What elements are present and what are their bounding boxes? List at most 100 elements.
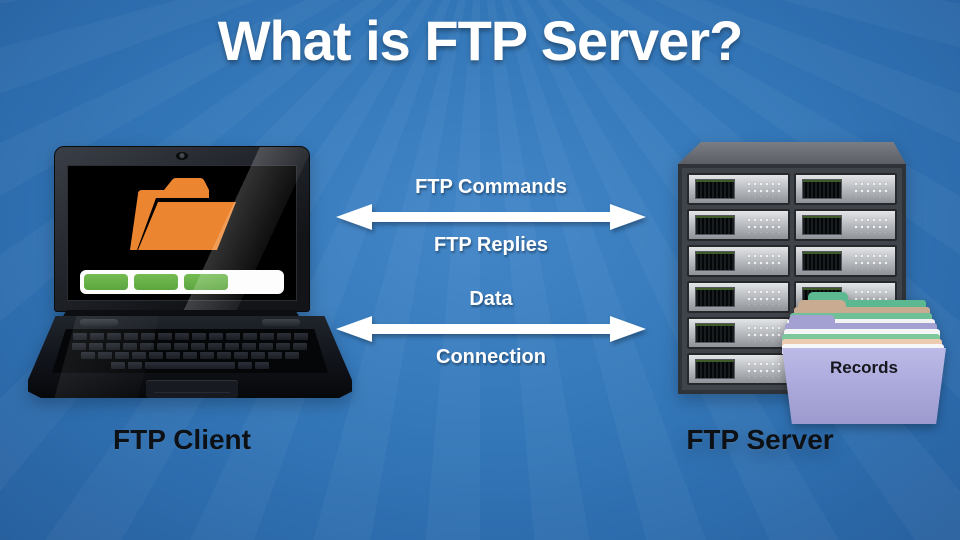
page-title: What is FTP Server? [217, 9, 744, 72]
server-vent-panel [695, 215, 736, 235]
keyboard-key [238, 361, 252, 369]
keyboard-key [111, 361, 125, 369]
keyboard-key [89, 342, 104, 350]
transfer-progress-bar [80, 270, 284, 294]
keyboard-key [157, 333, 172, 341]
keyboard-key [225, 333, 240, 341]
keyboard-row [52, 361, 328, 369]
keyboard-key [157, 342, 172, 350]
laptop-touchpad [146, 380, 238, 398]
keyboard-key [98, 352, 112, 360]
server-vent-panel [802, 251, 843, 271]
keyboard-row [56, 352, 324, 360]
server-unit [794, 173, 897, 205]
laptop-hinge [62, 310, 300, 318]
server-unit [687, 281, 790, 313]
keyboard-key [183, 352, 197, 360]
folder-tab [798, 300, 846, 310]
double-arrow-icon [336, 316, 646, 342]
progress-segment [84, 274, 128, 290]
server-unit [794, 245, 897, 277]
server-port-dots [747, 289, 782, 305]
hinge-cap [80, 319, 118, 326]
data-connection-arrow-group: Data Connection [336, 288, 646, 378]
keyboard-key [276, 333, 291, 341]
server-vent-panel [695, 287, 736, 307]
server-port-dots [854, 217, 889, 233]
laptop-base [28, 316, 352, 398]
laptop-keyboard [52, 329, 328, 373]
folder-tab [789, 315, 835, 325]
arrow-top-label: FTP Commands [415, 176, 567, 198]
records-folder-front: Records [782, 348, 946, 424]
server-unit [687, 209, 790, 241]
keyboard-key [174, 342, 189, 350]
server-unit [687, 173, 790, 205]
keyboard-key [123, 342, 138, 350]
double-arrow-icon [336, 204, 646, 230]
folder-tab [808, 292, 848, 302]
server-port-dots [747, 361, 782, 377]
keyboard-key [225, 342, 240, 350]
webcam-icon [176, 152, 188, 160]
keyboard-row [69, 333, 312, 341]
server-vent-panel [695, 359, 736, 379]
keyboard-key [268, 352, 282, 360]
server-cabinet-top [678, 142, 906, 164]
keyboard-key [200, 352, 214, 360]
keyboard-key [191, 342, 206, 350]
keyboard-row [62, 342, 319, 350]
server-port-dots [747, 325, 782, 341]
laptop-screen-bezel [54, 146, 310, 312]
keyboard-key [166, 352, 180, 360]
keyboard-key [89, 333, 104, 341]
keyboard-key [140, 342, 155, 350]
keyboard-key [132, 352, 146, 360]
server-vent-panel [802, 215, 843, 235]
keyboard-key [242, 342, 257, 350]
keyboard-key [293, 333, 308, 341]
open-folder-icon [130, 178, 236, 250]
keyboard-key [72, 333, 87, 341]
keyboard-key [145, 361, 235, 369]
arrow-bottom-label: Connection [436, 346, 546, 368]
keyboard-key [208, 342, 223, 350]
server-port-dots [747, 181, 782, 197]
records-folder-label: Records [829, 358, 899, 377]
keyboard-key [123, 333, 138, 341]
server-unit [794, 209, 897, 241]
arrow-bottom-label: FTP Replies [433, 234, 549, 256]
server-port-dots [854, 181, 889, 197]
keyboard-key [72, 342, 87, 350]
keyboard-key [276, 342, 291, 350]
keyboard-key [208, 333, 223, 341]
server-unit [687, 245, 790, 277]
keyboard-key [293, 342, 308, 350]
keyboard-key [174, 333, 189, 341]
keyboard-key [255, 361, 269, 369]
keyboard-key [140, 333, 155, 341]
keyboard-key [259, 333, 274, 341]
keyboard-key [217, 352, 231, 360]
server-vent-panel [802, 179, 843, 199]
server-unit [687, 353, 790, 385]
control-connection-arrow-group: FTP Commands FTP Replies [336, 176, 646, 266]
keyboard-key [106, 333, 121, 341]
ftp-client-illustration [28, 136, 352, 408]
hinge-cap [262, 319, 300, 326]
server-port-dots [854, 253, 889, 269]
laptop-screen [67, 165, 297, 301]
ftp-client-caption: FTP Client [113, 424, 251, 455]
keyboard-key [242, 333, 257, 341]
keyboard-key [191, 333, 206, 341]
ftp-server-caption: FTP Server [686, 424, 834, 455]
keyboard-key [234, 352, 248, 360]
keyboard-key [251, 352, 265, 360]
server-vent-panel [695, 251, 736, 271]
keyboard-key [285, 352, 299, 360]
arrow-top-label: Data [469, 288, 513, 310]
progress-segment [134, 274, 178, 290]
keyboard-key [81, 352, 95, 360]
server-port-dots [747, 253, 782, 269]
keyboard-key [149, 352, 163, 360]
